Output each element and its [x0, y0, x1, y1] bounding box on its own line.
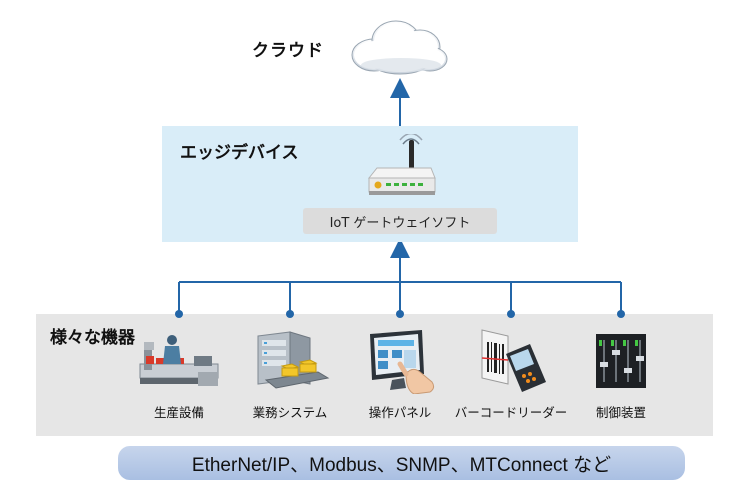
- protocol-list-text: EtherNet/IP、Modbus、SNMP、MTConnect など: [191, 454, 612, 476]
- device-label-production: 生産設備: [153, 405, 205, 420]
- barcode-reader-icon: [478, 326, 550, 400]
- device-drop-lines: [178, 282, 622, 314]
- devices-label: 様々な機器: [50, 328, 135, 348]
- iot-gateway-software-label: IoT ゲートウェイソフト: [303, 208, 497, 234]
- device-label-business-system: 業務システム: [252, 405, 328, 420]
- server-rack-icon: [252, 330, 332, 398]
- touch-panel-icon: [366, 328, 436, 398]
- device-label-operation-panel: 操作パネル: [368, 405, 432, 420]
- control-console-icon: [594, 332, 648, 394]
- cloud-label: クラウド: [252, 41, 324, 61]
- device-label-control-unit: 制御装置: [595, 405, 647, 420]
- device-label-barcode-reader: バーコードリーダー: [454, 405, 568, 420]
- factory-equipment-icon: [138, 330, 222, 396]
- cloud-icon: [346, 15, 452, 81]
- router-icon: [365, 132, 437, 204]
- protocol-list-bar: EtherNet/IP、Modbus、SNMP、MTConnect など: [118, 446, 685, 480]
- edge-device-label: エッジデバイス: [180, 143, 299, 163]
